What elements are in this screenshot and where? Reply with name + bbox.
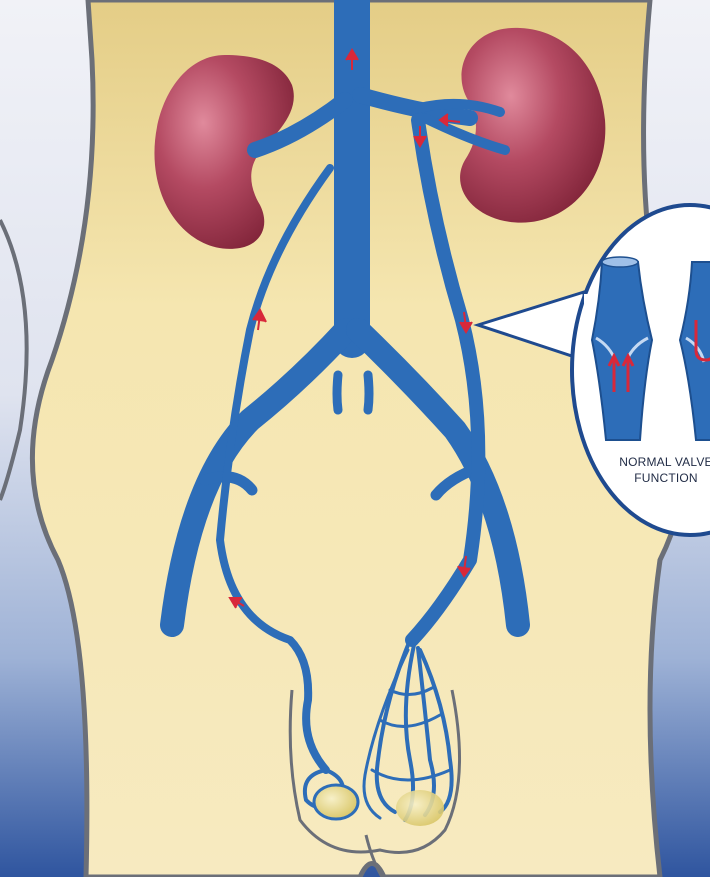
sacral-branch-left	[337, 375, 338, 410]
callout-label-line1: NORMAL VALVE	[596, 454, 710, 470]
right-testis	[396, 790, 444, 826]
callout-label: NORMAL VALVE FUNCTION	[596, 454, 710, 486]
callout-label-line2: FUNCTION	[596, 470, 710, 486]
sacral-branch-right	[368, 375, 369, 410]
left-testis	[314, 785, 358, 819]
